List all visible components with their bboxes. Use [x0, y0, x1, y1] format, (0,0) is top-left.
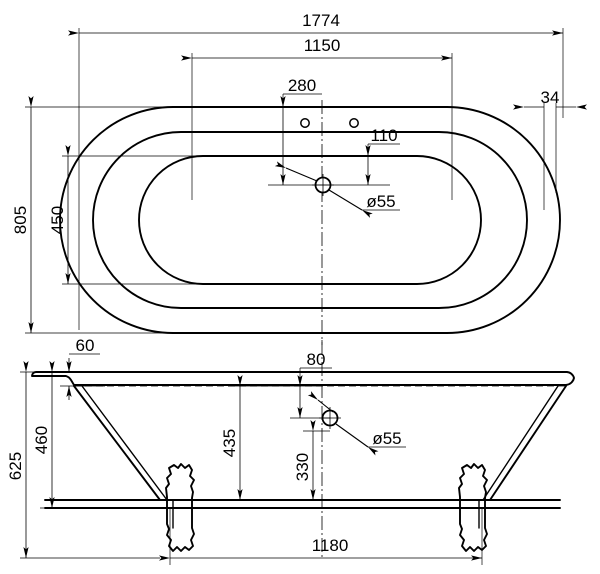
dim-110-label: 110: [370, 126, 397, 145]
plan-outer-outline: [59, 106, 561, 334]
dim-330-label: 330: [293, 453, 312, 481]
elevation-left-wall-outer: [73, 385, 161, 501]
dim-60-label: 60: [76, 336, 95, 355]
overflow-hole-right-icon: [349, 118, 359, 128]
dim-1180-label: 1180: [312, 536, 349, 555]
dim-1774-label: 1774: [302, 11, 340, 30]
elevation-d55-leader-lower: [335, 423, 379, 456]
elevation-view-group: 60 625 460 435 80 330 ø55 1180: [6, 336, 575, 565]
elevation-right-wall-outer: [489, 385, 567, 501]
claw-foot-right: [458, 463, 488, 552]
elevation-d55-label: ø55: [372, 429, 401, 448]
plan-basin-outline: [138, 155, 482, 285]
dim-625-label: 625: [6, 452, 25, 480]
plan-rim-inner-outline: [92, 131, 528, 309]
plan-d55-leader-lower: [328, 189, 373, 218]
elevation-right-wall-inner: [482, 385, 559, 501]
dim-805-label: 805: [11, 206, 30, 234]
dim-1150-label: 1150: [304, 36, 341, 55]
dim-435-label: 435: [220, 429, 239, 457]
dim-450-label: 450: [48, 206, 67, 234]
elevation-rim-outline: [31, 371, 575, 386]
plan-view-group: 1774 1150 805 450 34 280: [11, 11, 587, 345]
dim-280-label: 280: [288, 76, 316, 95]
dim-460-label: 460: [32, 426, 51, 454]
dim-34-label: 34: [541, 88, 560, 107]
plan-d55-leader-upper: [274, 161, 318, 182]
elevation-left-wall-inner: [81, 385, 168, 501]
dim-80-label: 80: [307, 350, 326, 369]
elevation-d55-leader-upper: [307, 391, 334, 413]
overflow-hole-left-icon: [300, 118, 310, 128]
plan-d55-label: ø55: [366, 192, 395, 211]
